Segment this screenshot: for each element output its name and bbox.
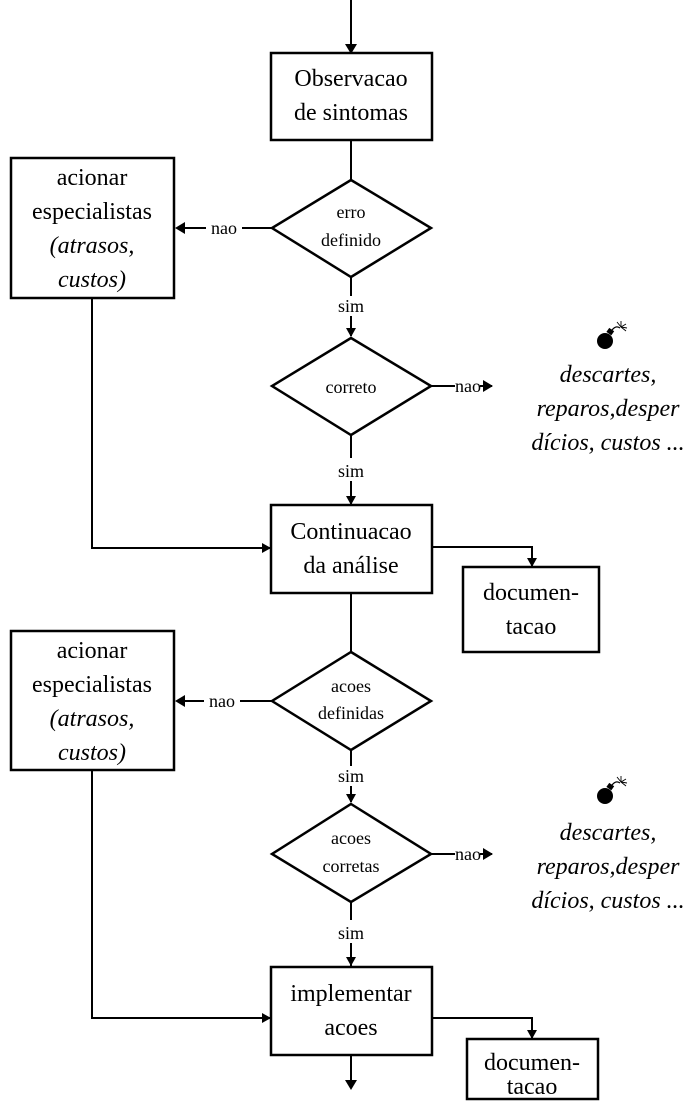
consequence-1: descartes, reparos,desper dícios, custos…: [531, 320, 685, 456]
consequence-2: descartes, reparos,desper dícios, custos…: [531, 775, 685, 914]
sim-label-2: sim: [338, 461, 364, 481]
process-observacao: Observacao de sintomas: [269, 51, 434, 142]
acionar1-line2: especialistas: [32, 199, 152, 225]
acionar2-line4: custos): [58, 740, 126, 766]
erro-definido-line1: erro: [337, 202, 366, 222]
process-documentacao-2: documen- tacao: [465, 1037, 600, 1101]
sim-label-3: sim: [338, 766, 364, 786]
nao-label-3: nao: [209, 691, 235, 711]
decision-erro-definido: erro definido: [269, 178, 434, 279]
acoes-corretas-line1: acoes: [331, 828, 371, 848]
connectors: [91, 0, 537, 1090]
acionar2-line1: acionar: [57, 638, 128, 664]
acionar1-line3: (atrasos,: [50, 233, 135, 259]
acionar2-line3: (atrasos,: [50, 706, 135, 732]
consequence2-line2: reparos,desper: [537, 854, 681, 880]
implementar-line2: acoes: [324, 1015, 377, 1041]
consequence1-line3: dícios, custos ...: [531, 430, 684, 456]
observacao-line2: de sintomas: [294, 100, 408, 126]
continuacao-line2: da análise: [303, 553, 398, 579]
process-acionar-especialistas-1: acionar especialistas (atrasos, custos): [9, 156, 176, 300]
decision-acoes-definidas: acoes definidas: [269, 650, 434, 752]
consequence2-line1: descartes,: [560, 820, 657, 846]
nao-label-4: nao: [455, 844, 481, 864]
documentacao1-line2: tacao: [506, 614, 557, 640]
nao-label-2: nao: [455, 376, 481, 396]
acionar2-line2: especialistas: [32, 672, 152, 698]
process-acionar-especialistas-2: acionar especialistas (atrasos, custos): [9, 629, 176, 772]
sim-label-4: sim: [338, 923, 364, 943]
nao-label-1: nao: [211, 218, 237, 238]
consequence2-line3: dícios, custos ...: [531, 888, 684, 914]
documentacao2-line2: tacao: [507, 1074, 558, 1100]
implementar-line1: implementar: [290, 981, 411, 1007]
process-documentacao-1: documen- tacao: [461, 565, 601, 654]
sim-label-1: sim: [338, 296, 364, 316]
decision-correto: correto: [269, 336, 434, 437]
decision-acoes-corretas: acoes corretas: [269, 802, 434, 904]
documentacao2-line1: documen-: [484, 1050, 580, 1076]
acionar1-line1: acionar: [57, 165, 128, 191]
process-implementar-acoes: implementar acoes: [269, 965, 434, 1057]
acoes-definidas-line1: acoes: [331, 676, 371, 696]
acionar1-line4: custos): [58, 267, 126, 293]
consequence1-line1: descartes,: [560, 362, 657, 388]
acoes-definidas-line2: definidas: [318, 703, 384, 723]
continuacao-line1: Continuacao: [290, 519, 411, 545]
bomb-icon: [596, 775, 628, 805]
correto-text: correto: [326, 377, 377, 397]
process-continuacao: Continuacao da análise: [269, 503, 434, 595]
consequence1-line2: reparos,desper: [537, 396, 681, 422]
acoes-corretas-line2: corretas: [323, 856, 380, 876]
documentacao1-line1: documen-: [483, 580, 579, 606]
observacao-line1: Observacao: [294, 66, 407, 92]
erro-definido-line2: definido: [321, 230, 381, 250]
bomb-icon: [596, 320, 628, 350]
